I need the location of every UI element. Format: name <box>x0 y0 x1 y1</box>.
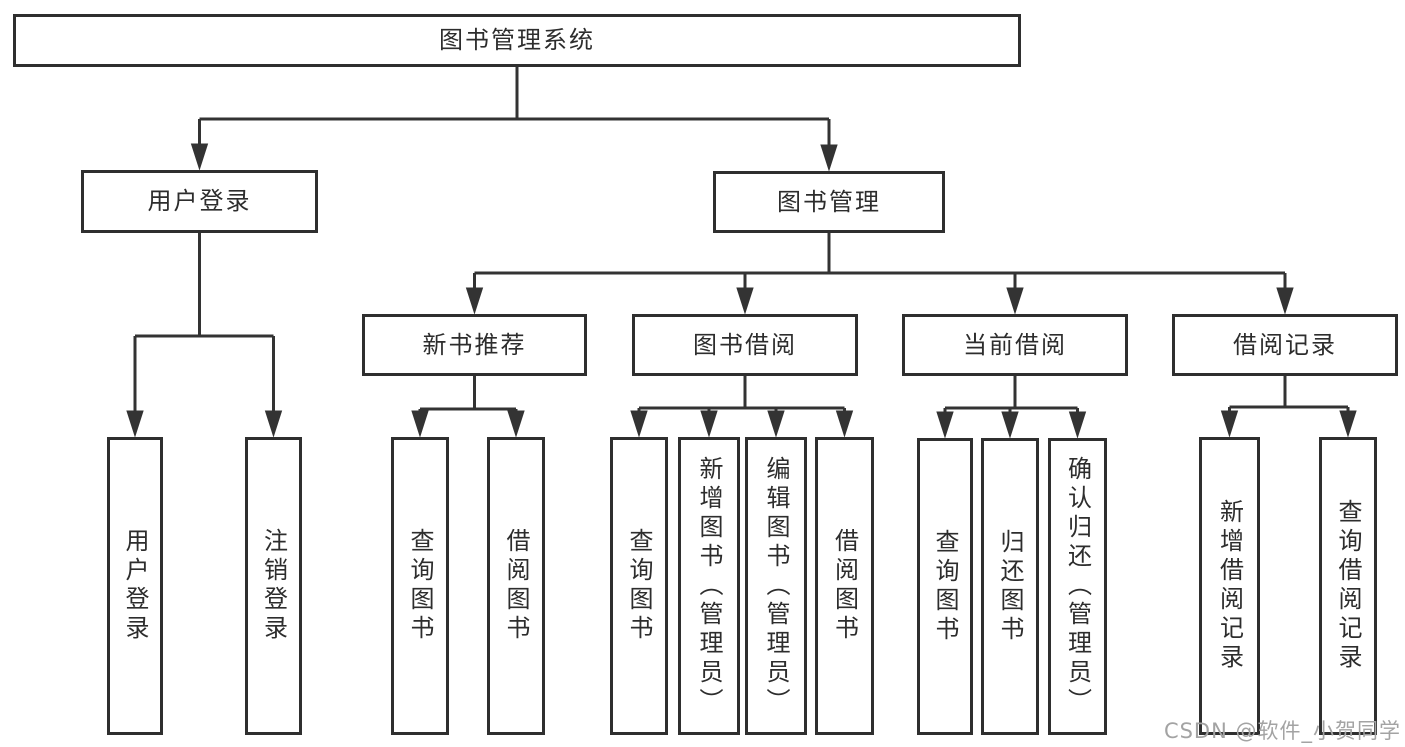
node-label-system: 图书管理系统 <box>439 26 595 55</box>
node-br-query-record: 查询借阅记录 <box>1319 437 1377 735</box>
connector-system <box>198 67 831 155</box>
arrowhead-cb-return-books <box>1001 411 1019 439</box>
node-label-new-book-recommend: 新书推荐 <box>422 330 527 359</box>
node-book-borrow: 图书借阅 <box>632 314 858 376</box>
arrowhead-nb-borrow-books <box>507 410 525 438</box>
arrowhead-cb-confirm-return <box>1068 411 1087 439</box>
node-label-bb-borrow-books: 借阅图书 <box>830 528 859 644</box>
arrowhead-leaf-logout <box>264 410 283 438</box>
node-label-nb-query-books: 查询图书 <box>406 528 434 644</box>
arrowhead-new-book-recommend <box>465 287 484 315</box>
node-cb-confirm-return: 确认归还（管理员） <box>1048 438 1107 735</box>
arrowhead-br-query-record <box>1339 410 1357 438</box>
connector-new-book-recommend <box>418 376 518 421</box>
node-label-bb-edit-books: 编辑图书（管理员） <box>762 455 790 717</box>
arrowhead-bb-add-books <box>700 410 718 438</box>
node-label-br-add-record: 新增借阅记录 <box>1215 499 1244 673</box>
node-bb-edit-books: 编辑图书（管理员） <box>745 437 807 735</box>
node-book-management: 图书管理 <box>713 171 945 233</box>
node-label-book-borrow: 图书借阅 <box>693 330 797 359</box>
arrowhead-bb-borrow-books <box>835 410 854 438</box>
node-bb-query-books: 查询图书 <box>610 437 668 735</box>
node-br-add-record: 新增借阅记录 <box>1199 437 1260 735</box>
node-label-cb-confirm-return: 确认归还（管理员） <box>1063 456 1092 717</box>
watermark: CSDN @软件_小贺同学 <box>1163 719 1401 743</box>
node-label-cb-query-books: 查询图书 <box>931 528 959 645</box>
node-leaf-logout: 注销登录 <box>245 437 302 735</box>
node-current-borrow: 当前借阅 <box>902 314 1128 376</box>
node-nb-borrow-books: 借阅图书 <box>487 437 545 735</box>
node-nb-query-books: 查询图书 <box>391 437 449 735</box>
node-label-cb-return-books: 归还图书 <box>996 528 1024 645</box>
connector-book-management <box>473 233 1287 298</box>
arrowhead-current-borrow <box>1006 287 1024 315</box>
arrowhead-leaf-user-login <box>126 410 144 438</box>
arrowhead-book-management <box>820 144 838 172</box>
node-label-leaf-logout: 注销登录 <box>259 528 288 644</box>
connector-user-login <box>133 233 275 421</box>
arrowhead-borrow-records <box>1276 287 1294 315</box>
node-label-nb-borrow-books: 借阅图书 <box>502 528 530 644</box>
node-bb-borrow-books: 借阅图书 <box>815 437 874 735</box>
connector-current-borrow <box>943 376 1079 422</box>
node-label-br-query-record: 查询借阅记录 <box>1334 499 1362 673</box>
node-label-book-management: 图书管理 <box>777 187 881 216</box>
node-leaf-user-login: 用户登录 <box>107 437 163 735</box>
node-borrow-records: 借阅记录 <box>1172 314 1398 376</box>
connector-book-borrow <box>637 376 846 421</box>
arrowhead-bb-query-books <box>630 410 648 438</box>
arrowhead-nb-query-books <box>411 410 429 438</box>
node-user-login: 用户登录 <box>81 170 318 233</box>
connector-borrow-records <box>1228 376 1350 421</box>
arrowhead-book-borrow <box>736 287 754 315</box>
node-label-bb-add-books: 新增图书（管理员） <box>695 455 723 717</box>
node-label-bb-query-books: 查询图书 <box>625 528 653 644</box>
node-new-book-recommend: 新书推荐 <box>362 314 587 376</box>
node-cb-return-books: 归还图书 <box>981 438 1039 735</box>
node-label-current-borrow: 当前借阅 <box>963 330 1067 359</box>
arrowhead-user-login <box>190 143 209 171</box>
node-cb-query-books: 查询图书 <box>917 438 973 735</box>
arrowhead-cb-query-books <box>936 411 954 439</box>
node-system: 图书管理系统 <box>13 14 1021 67</box>
node-label-borrow-records: 借阅记录 <box>1233 330 1337 359</box>
node-label-user-login: 用户登录 <box>147 187 252 216</box>
arrowhead-bb-edit-books <box>767 410 785 438</box>
arrowhead-br-add-record <box>1220 410 1239 438</box>
node-bb-add-books: 新增图书（管理员） <box>678 437 740 735</box>
node-label-leaf-user-login: 用户登录 <box>121 528 149 644</box>
